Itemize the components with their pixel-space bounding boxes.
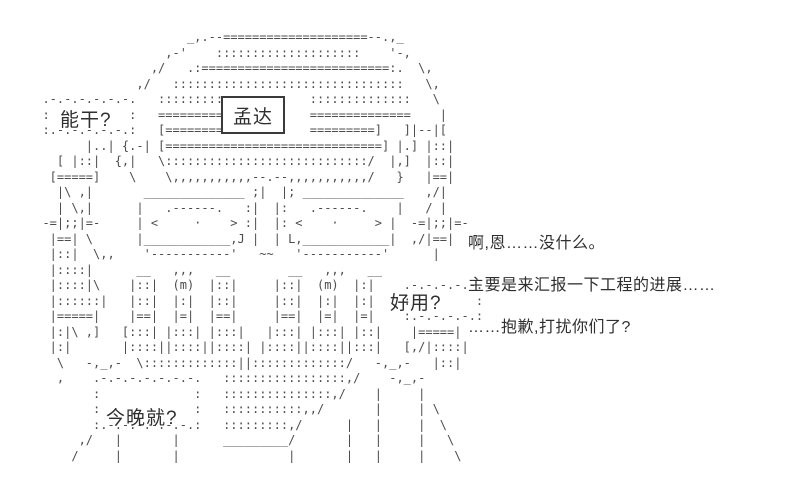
name-box: 孟达 <box>221 96 285 134</box>
dialogue-line-1: 啊,恩……没什么。 <box>468 235 605 252</box>
name-box-text: 孟达 <box>232 106 273 128</box>
dialogue-line-3: ……抱歉,打扰你们了? <box>468 319 631 336</box>
label-jinwan: 今晚就? <box>106 408 178 429</box>
dialogue-line-2: 主要是来汇报一下工程的进展…… <box>468 277 716 294</box>
label-haoyong: 好用? <box>390 293 442 314</box>
label-nenggan: 能干? <box>60 110 112 131</box>
ascii-art-portrait: _,.--====================--.,_ ,-' :::::… <box>42 30 484 463</box>
